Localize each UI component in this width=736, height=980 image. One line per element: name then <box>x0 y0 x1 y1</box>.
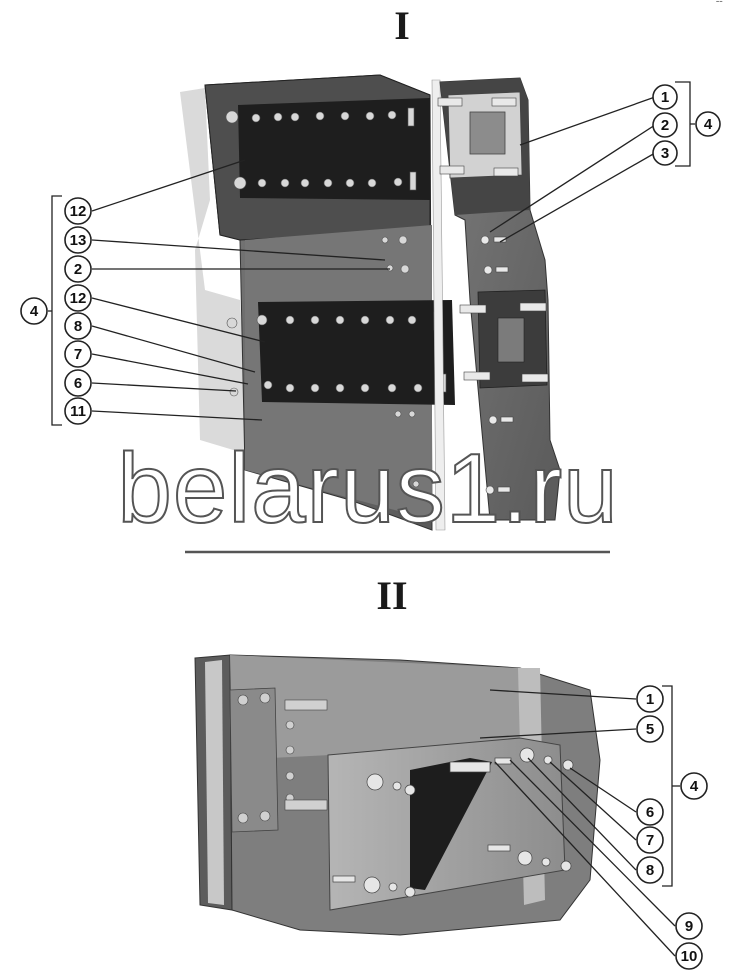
svg-text:3: 3 <box>661 145 669 162</box>
watermark: belarus1.ru <box>116 432 619 544</box>
view1-callout-6: 6 <box>64 369 92 397</box>
svg-text:6: 6 <box>74 375 82 392</box>
svg-text:12: 12 <box>70 203 87 220</box>
svg-text:12: 12 <box>70 290 87 307</box>
view1-callout-1: 1 <box>652 84 678 110</box>
view2-callout-group-right: 4 <box>680 772 708 800</box>
svg-text:7: 7 <box>646 832 654 849</box>
view1-callout-12b: 12 <box>64 284 92 312</box>
view1-callout-2: 2 <box>652 112 678 138</box>
svg-text:7: 7 <box>74 346 82 363</box>
svg-text:4: 4 <box>690 778 699 795</box>
view1-callout-2-left: 2 <box>64 255 92 283</box>
svg-text:13: 13 <box>70 232 87 249</box>
view-label-i: I <box>394 3 410 48</box>
view2-callout-10: 10 <box>675 942 703 970</box>
view1-leaders <box>48 81 695 426</box>
view1-callout-7: 7 <box>64 340 92 368</box>
svg-text:5: 5 <box>646 721 654 738</box>
svg-text:11: 11 <box>70 403 86 420</box>
view2-callout-7: 7 <box>636 826 664 854</box>
svg-text:2: 2 <box>74 261 82 278</box>
svg-text:1: 1 <box>661 89 669 106</box>
view1-callout-13: 13 <box>64 226 92 254</box>
view1-upper-bolts <box>225 107 417 191</box>
view1-callout-3: 3 <box>652 140 678 166</box>
view-label-ii: II <box>376 573 408 618</box>
svg-text:8: 8 <box>74 318 82 335</box>
svg-text:4: 4 <box>30 303 39 320</box>
svg-text:1: 1 <box>646 691 654 708</box>
svg-text:10: 10 <box>681 948 698 965</box>
view1-callout-group-left: 4 <box>20 297 48 325</box>
corner-mark: ˉˉ <box>716 0 723 11</box>
view2-callout-9: 9 <box>675 912 703 940</box>
view2-callout-8: 8 <box>636 856 664 884</box>
view1-callout-8: 8 <box>64 312 92 340</box>
view2-callout-1: 1 <box>636 685 664 713</box>
svg-text:6: 6 <box>646 804 654 821</box>
view2-callout-5: 5 <box>636 715 664 743</box>
svg-text:2: 2 <box>661 117 669 134</box>
svg-text:8: 8 <box>646 862 654 879</box>
view2-callout-6: 6 <box>636 798 664 826</box>
view1-callout-group-right: 4 <box>695 111 721 137</box>
view2-drawing <box>194 654 601 936</box>
view1-callout-12a: 12 <box>64 197 92 225</box>
svg-text:4: 4 <box>704 116 713 133</box>
view1-callout-11: 11 <box>64 397 92 425</box>
view1-drawing <box>180 74 561 531</box>
svg-text:9: 9 <box>685 918 693 935</box>
view2-leaders <box>479 685 680 957</box>
